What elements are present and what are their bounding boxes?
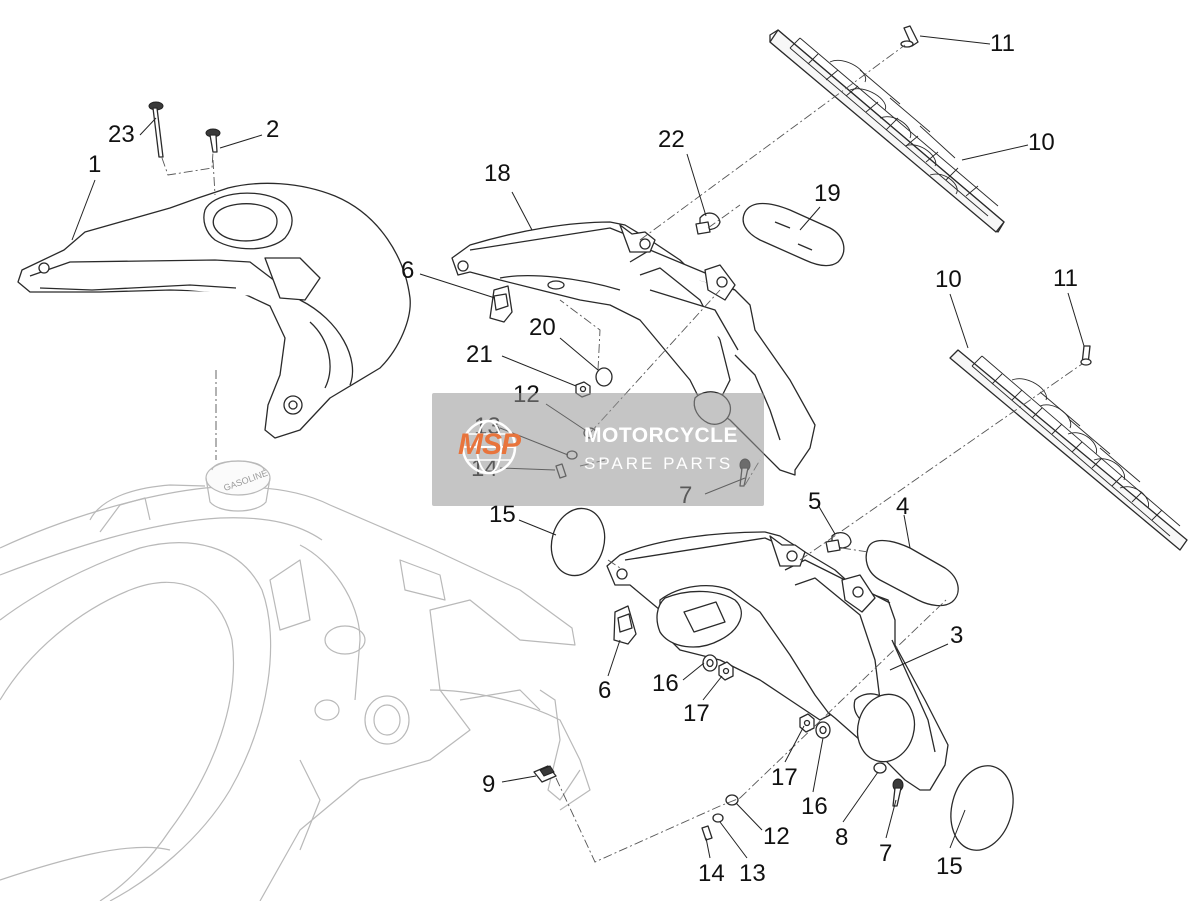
- callout-16-lower: 16: [801, 793, 828, 820]
- part-4-reflector: [865, 539, 959, 607]
- callout-2: 2: [266, 116, 279, 143]
- callout-14-lower: 14: [698, 860, 725, 887]
- part-8-washer: [873, 762, 887, 774]
- callout-17-lower: 17: [771, 764, 798, 791]
- callout-4: 4: [896, 493, 909, 520]
- callout-1: 1: [88, 151, 101, 178]
- part-9-clip: [533, 765, 557, 783]
- callout-13-lower: 13: [739, 860, 766, 887]
- scooter-frame-ghost: GASOLINE: [0, 460, 591, 901]
- callout-23: 23: [108, 121, 135, 148]
- callout-5: 5: [808, 488, 821, 515]
- part-19-reflector: [742, 202, 845, 267]
- part-5-screw: [825, 531, 852, 553]
- watermark-title: MOTORCYCLE: [584, 424, 738, 447]
- callout-10-lower: 10: [935, 266, 962, 293]
- part-22-screw: [695, 212, 721, 235]
- callout-6-lower: 6: [598, 677, 611, 704]
- part-11-screw-lower: [1080, 345, 1092, 366]
- part-20-washer: [595, 367, 613, 387]
- watermark-globe-icon: [461, 419, 517, 475]
- callout-16-upper: 16: [652, 670, 679, 697]
- callout-12-lower: 12: [763, 823, 790, 850]
- part-16-washer-upper: [702, 654, 718, 672]
- part-13-spring-lower: [712, 813, 724, 823]
- part-23-long-screw: [148, 101, 164, 158]
- callout-8: 8: [835, 824, 848, 851]
- callout-7-lower: 7: [879, 840, 892, 867]
- part-3-disc: [856, 693, 916, 763]
- callout-20: 20: [529, 314, 556, 341]
- part-15-disc-lower: [950, 765, 1014, 851]
- part-6-clip-upper: [489, 285, 513, 323]
- part-6-clip-lower: [613, 605, 637, 645]
- part-11-screw-upper: [900, 25, 919, 48]
- part-7-screw-lower: [892, 778, 904, 807]
- callout-21: 21: [466, 341, 493, 368]
- part-2-screw: [205, 128, 221, 153]
- callout-9: 9: [482, 771, 495, 798]
- callout-18: 18: [484, 160, 511, 187]
- part-1-rear-cover: [17, 182, 411, 439]
- callout-6-upper: 6: [401, 257, 414, 284]
- part-14-pin-lower: [701, 825, 713, 841]
- callout-19: 19: [814, 180, 841, 207]
- part-10-plate-lower: [949, 349, 1188, 551]
- callout-17-upper: 17: [683, 700, 710, 727]
- callout-22: 22: [658, 126, 685, 153]
- watermark-subtitle: SPARE PARTS: [584, 454, 734, 473]
- callout-10-upper: 10: [1028, 129, 1055, 156]
- callout-11-lower: 11: [1053, 265, 1078, 292]
- part-10-plate-upper: [769, 29, 1005, 233]
- watermark-logo-text: MSP: [458, 428, 521, 461]
- part-16-washer-lower: [815, 721, 831, 739]
- callout-15-lower: 15: [936, 853, 963, 880]
- watermark-banner: [432, 393, 764, 506]
- part-17-nut-upper: [718, 661, 734, 681]
- callout-3: 3: [950, 622, 963, 649]
- part-15-disc-upper: [550, 507, 606, 577]
- callout-11-upper: 11: [990, 30, 1015, 57]
